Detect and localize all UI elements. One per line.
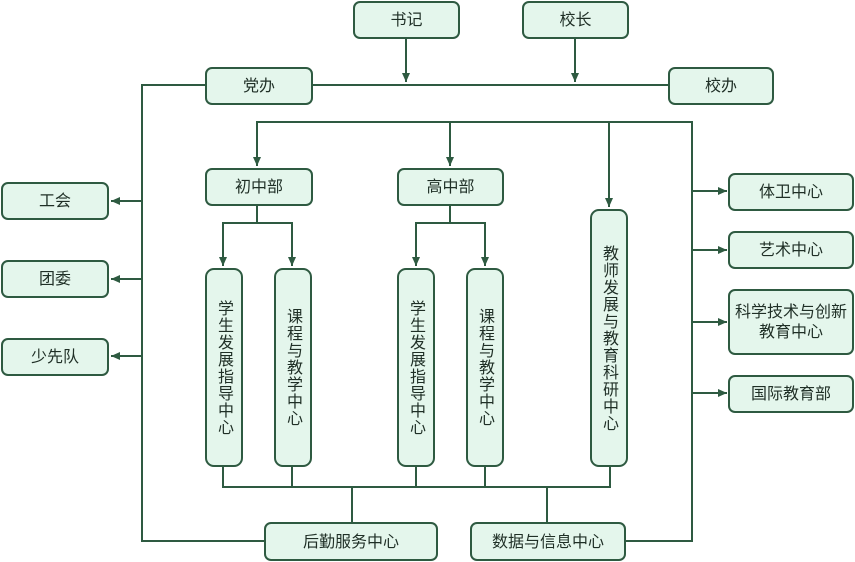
line-chuzhongbu-branch-2 bbox=[257, 222, 296, 266]
node-xiaozhang: 校长 bbox=[522, 1, 629, 39]
node-houqin-label: 后勤服务中心 bbox=[302, 531, 399, 551]
node-tuanwei-label: 团委 bbox=[38, 269, 71, 288]
node-kxjs-label: 科学技术与创新教育中心 bbox=[735, 302, 848, 341]
node-shaoxiandui: 少先队 bbox=[1, 338, 109, 376]
node-shuji: 书记 bbox=[353, 1, 460, 39]
node-guoji: 国际教育部 bbox=[728, 375, 854, 413]
node-xsfz-junior: 学生发展指导中心 bbox=[205, 268, 243, 467]
node-tiwei: 体卫中心 bbox=[728, 173, 854, 211]
node-gaozhongbu-label: 高中部 bbox=[426, 177, 475, 196]
node-shaoxiandui-label: 少先队 bbox=[30, 347, 79, 366]
node-tuanwei: 团委 bbox=[1, 260, 109, 298]
node-dangban: 党办 bbox=[205, 67, 313, 105]
node-chuzhongbu-label: 初中部 bbox=[234, 177, 283, 196]
node-jsfz-label: 教师发展与教育科研中心 bbox=[600, 244, 619, 432]
node-shuji-label: 书记 bbox=[390, 10, 423, 29]
node-gonghui: 工会 bbox=[1, 182, 109, 220]
node-xsfz-junior-label: 学生发展指导中心 bbox=[215, 299, 234, 436]
line-chuzhongbu-branch bbox=[219, 206, 258, 266]
node-gonghui-label: 工会 bbox=[38, 191, 71, 210]
line-right-loop bbox=[256, 121, 693, 542]
line-left-loop bbox=[141, 84, 265, 542]
node-kxjs: 科学技术与创新教育中心 bbox=[728, 289, 854, 355]
node-kcjx-junior-label: 课程与教学中心 bbox=[284, 308, 303, 427]
line-gaozhongbu-branch bbox=[412, 206, 451, 266]
node-yishu: 艺术中心 bbox=[728, 231, 854, 269]
node-chuzhongbu: 初中部 bbox=[205, 168, 313, 206]
node-xsfz-senior: 学生发展指导中心 bbox=[397, 268, 435, 467]
node-shuju: 数据与信息中心 bbox=[470, 522, 626, 561]
node-houqin: 后勤服务中心 bbox=[264, 522, 438, 561]
node-gaozhongbu: 高中部 bbox=[397, 168, 504, 206]
node-shuju-label: 数据与信息中心 bbox=[491, 531, 604, 551]
node-guoji-label: 国际教育部 bbox=[750, 384, 831, 403]
node-xiaoban-label: 校办 bbox=[704, 76, 737, 95]
node-xiaoban: 校办 bbox=[668, 67, 774, 105]
line-gaozhongbu-branch-2 bbox=[450, 222, 489, 266]
node-xiaozhang-label: 校长 bbox=[559, 10, 592, 29]
node-kcjx-junior: 课程与教学中心 bbox=[274, 268, 312, 467]
node-tiwei-label: 体卫中心 bbox=[758, 182, 823, 201]
node-kcjx-senior: 课程与教学中心 bbox=[466, 268, 504, 467]
node-kcjx-senior-label: 课程与教学中心 bbox=[476, 308, 495, 427]
node-dangban-label: 党办 bbox=[242, 76, 275, 95]
node-yishu-label: 艺术中心 bbox=[758, 240, 823, 259]
node-jsfz: 教师发展与教育科研中心 bbox=[590, 209, 628, 467]
node-xsfz-senior-label: 学生发展指导中心 bbox=[407, 299, 426, 436]
